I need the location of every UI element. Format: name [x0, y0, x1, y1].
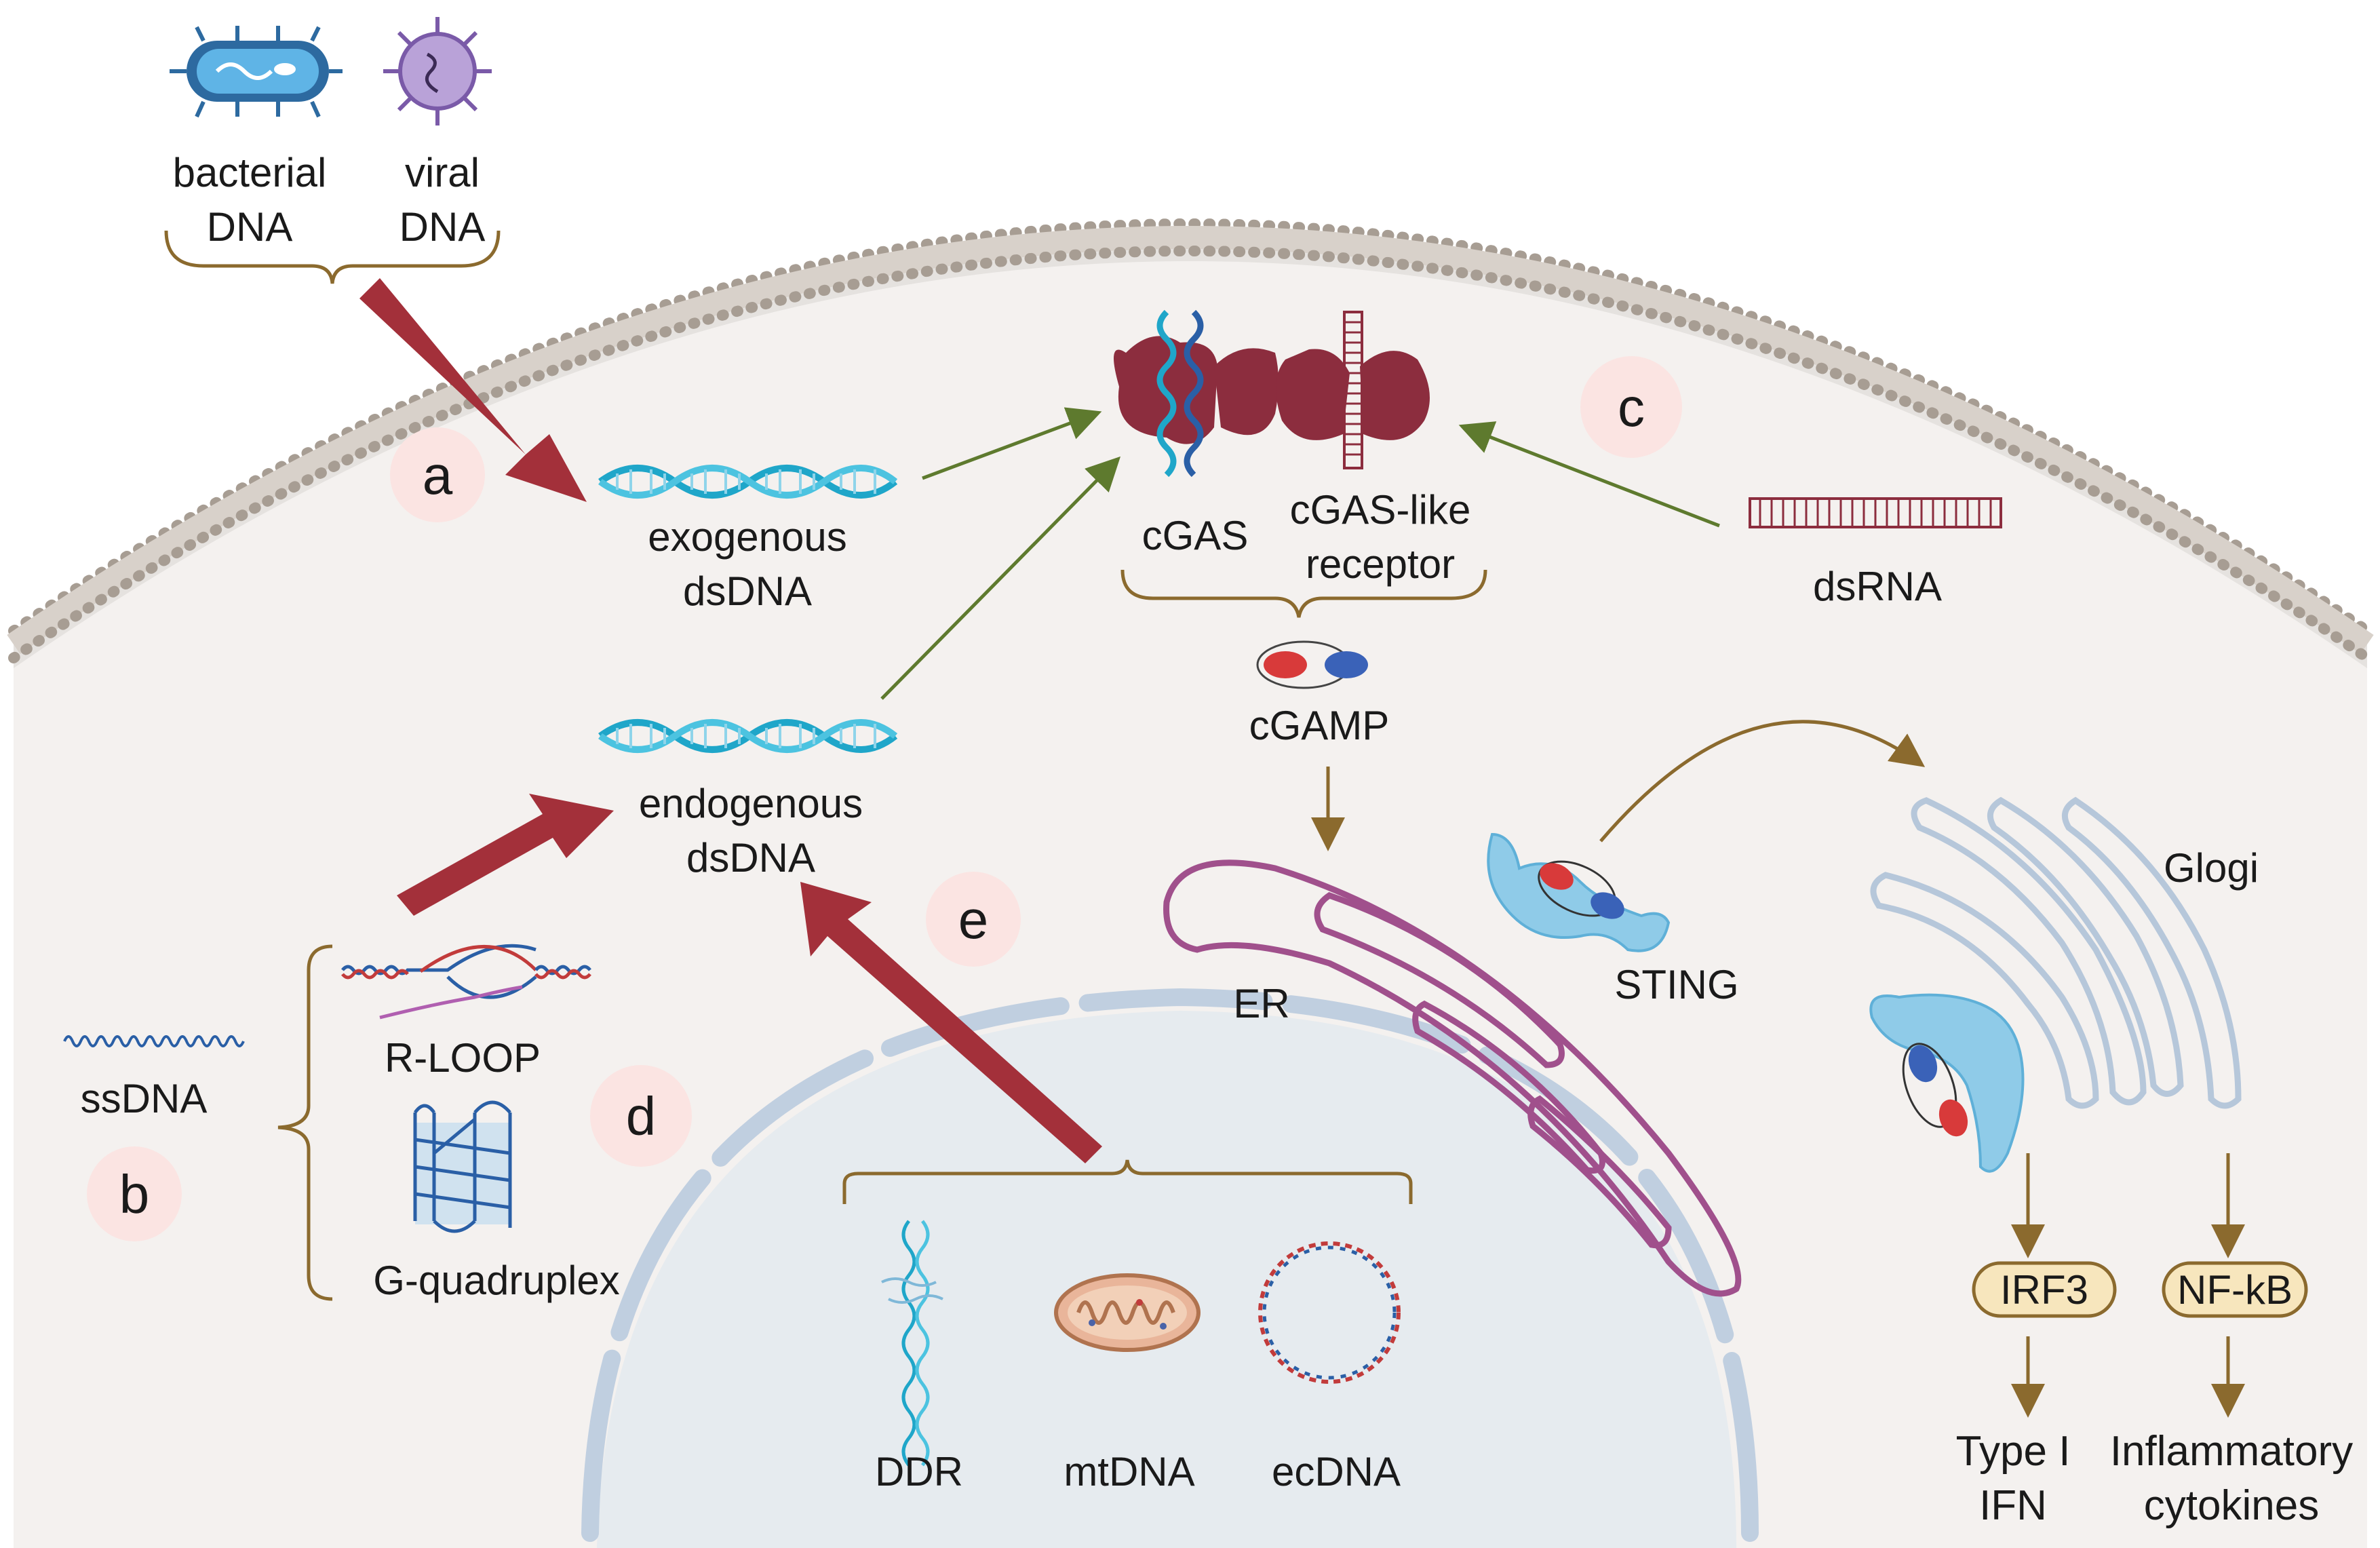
cytokines-label-line1: Inflammatory	[2110, 1428, 2353, 1475]
arrow-a	[359, 278, 587, 502]
cgamp-icon	[1256, 640, 1368, 689]
exogenous-label-line1: exogenous	[648, 514, 847, 560]
step-d-circle	[590, 1065, 692, 1167]
bacterial-label-line2: DNA	[207, 204, 293, 250]
step-c-circle	[1580, 356, 1682, 458]
ddr-label: DDR	[875, 1449, 963, 1494]
big-arrows	[359, 278, 1102, 1163]
irf3-box	[1972, 1261, 2117, 1318]
bacterium-icon	[170, 26, 343, 118]
green-arrows	[880, 407, 1720, 700]
endogenous-sources-brace	[277, 944, 333, 1301]
arrow-exogenous-to-cgas	[922, 407, 1102, 480]
arrow-dsrna-to-receptor	[1458, 421, 1720, 528]
ecdna-icon	[1258, 1241, 1401, 1384]
step-circles	[87, 356, 1682, 1241]
cell-membrane	[7, 218, 2374, 1548]
endogenous-dsdna-icon	[598, 719, 898, 753]
cgas-like-label-line2: receptor	[1306, 541, 1455, 587]
arrow-d	[397, 794, 614, 916]
bacterial-label-line1: bacterial	[173, 150, 327, 195]
golgi-label: Glogi	[2164, 845, 2259, 891]
cytokines-label-line2: cytokines	[2144, 1482, 2319, 1529]
viral-label-line1: viral	[405, 150, 480, 195]
sensor-brace	[1120, 569, 1487, 618]
pathogen-brace	[164, 230, 501, 284]
g-quadruplex-icon	[413, 1100, 512, 1233]
arrow-endogenous-to-cgas	[880, 456, 1121, 700]
cgas-protein-icon	[1114, 309, 1279, 478]
step-d-label: d	[626, 1086, 657, 1146]
sting-protein-icon	[1487, 832, 1671, 952]
step-a-circle	[390, 427, 485, 522]
endogenous-label-line2: dsDNA	[686, 835, 815, 881]
step-c-label: c	[1618, 377, 1645, 438]
virus-icon	[383, 17, 492, 125]
step-a-label: a	[423, 445, 453, 505]
golgi-organelle	[1870, 796, 2242, 1109]
ddr-dna-icon	[881, 1220, 943, 1467]
step-e-circle	[926, 872, 1021, 967]
endogenous-label-line1: endogenous	[639, 781, 863, 826]
g-quadruplex-label: G-quadruplex	[373, 1258, 620, 1303]
mitochondrion-icon	[1054, 1273, 1201, 1352]
sting-label: STING	[1614, 962, 1738, 1007]
ifn-label-line1: Type I	[1956, 1428, 2071, 1475]
ecdna-label: ecDNA	[1272, 1449, 1401, 1494]
rloop-icon	[341, 944, 591, 1020]
ssdna-icon	[63, 1035, 245, 1047]
er-label: ER	[1233, 981, 1289, 1026]
exogenous-dsdna-icon	[598, 465, 898, 499]
mtdna-label: mtDNA	[1064, 1449, 1194, 1494]
cgas-label: cGAS	[1142, 513, 1249, 558]
nfkb-label: NF-kB	[2177, 1267, 2293, 1313]
cgas-like-receptor-icon	[1276, 311, 1430, 469]
cgas-like-label-line1: cGAS-like	[1290, 487, 1471, 533]
step-b-circle	[87, 1146, 182, 1241]
step-e-label: e	[958, 889, 989, 950]
step-b-label: b	[119, 1164, 150, 1224]
cgamp-label: cGAMP	[1249, 703, 1390, 748]
dsrna-label: dsRNA	[1813, 564, 1942, 609]
sting-golgi-icon	[1869, 993, 2025, 1173]
ssdna-label: ssDNA	[81, 1076, 208, 1121]
nfkb-box	[2162, 1261, 2308, 1318]
rloop-label: R-LOOP	[385, 1035, 541, 1081]
nuclear-sources-brace	[842, 1159, 1413, 1204]
er-organelle	[1163, 859, 1742, 1297]
dsrna-icon	[1749, 497, 2002, 528]
brown-arrows	[1311, 720, 2245, 1418]
ifn-label-line2: IFN	[1979, 1482, 2047, 1529]
arrow-sting-to-golgi	[1599, 720, 1926, 843]
arrow-e	[800, 882, 1102, 1163]
viral-label-line2: DNA	[399, 204, 486, 250]
irf3-label: IRF3	[2000, 1267, 2088, 1313]
exogenous-label-line2: dsDNA	[683, 568, 812, 614]
